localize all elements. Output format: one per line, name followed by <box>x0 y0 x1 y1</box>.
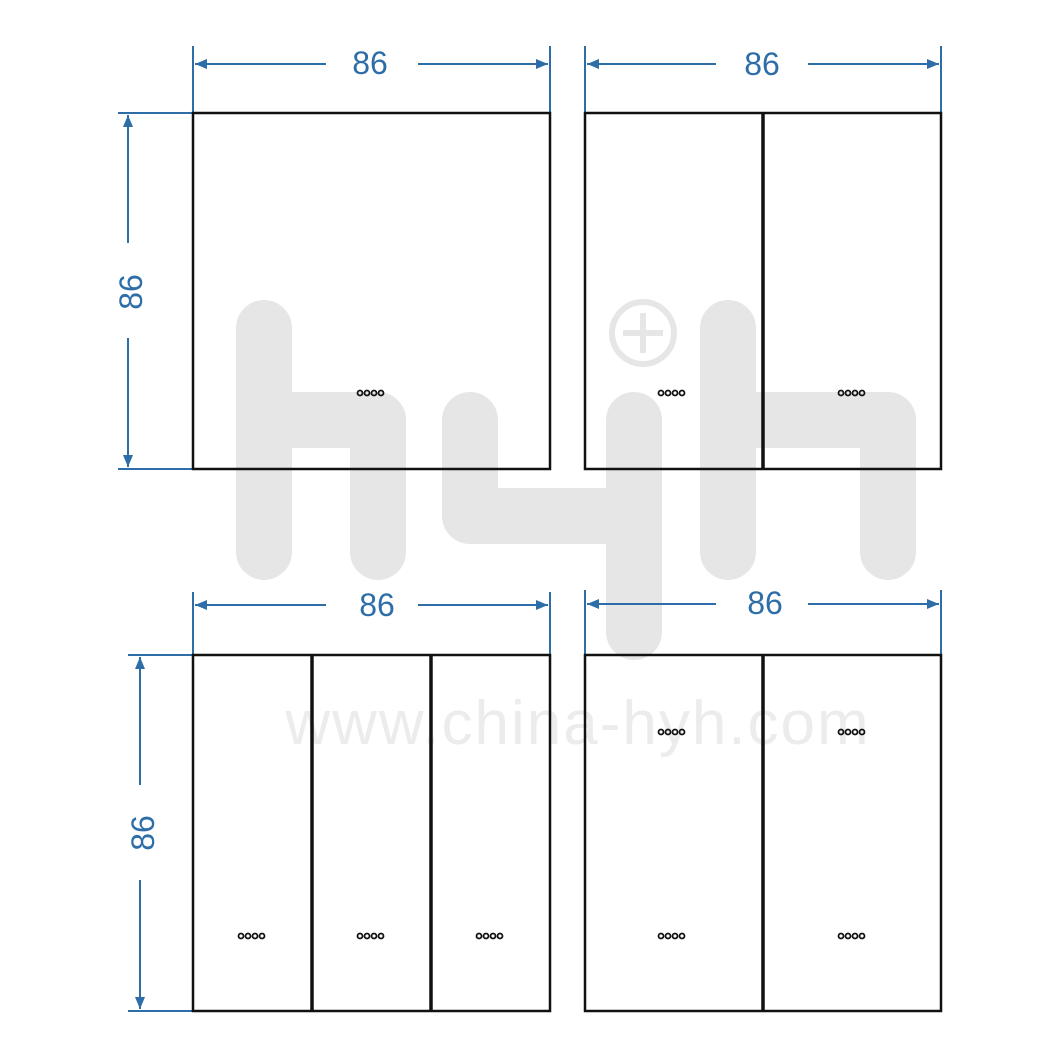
watermark: www.china-hyh.com <box>236 299 916 758</box>
width-dimension <box>192 592 551 680</box>
watermark-logo <box>236 300 916 660</box>
panel-outline <box>191 653 552 1013</box>
indicator-dots-icon <box>657 389 686 397</box>
watermark-url: www.china-hyh.com <box>284 689 870 758</box>
width-dimension <box>192 46 551 142</box>
panel-three-gang: 86 86 <box>125 587 552 1013</box>
indicator-dots-icon <box>356 389 385 397</box>
indicator-dots-icon <box>237 932 266 940</box>
indicator-dots-icon <box>657 932 686 940</box>
height-label: 86 <box>113 274 149 310</box>
indicator-dots-icon <box>837 389 866 397</box>
width-label: 86 <box>352 45 388 81</box>
panel-four-gang: 86 <box>583 585 943 1013</box>
width-dimension <box>584 590 942 680</box>
width-label: 86 <box>747 585 783 621</box>
height-label: 86 <box>125 815 161 851</box>
indicator-dots-icon <box>475 932 504 940</box>
width-dimension <box>584 46 942 113</box>
indicator-dots-icon <box>657 728 686 736</box>
registered-mark-icon <box>609 299 677 367</box>
panel-outline <box>191 111 552 471</box>
width-label: 86 <box>744 46 780 82</box>
indicator-dots-icon <box>356 932 385 940</box>
panel-one-gang: 86 86 <box>113 45 552 471</box>
panel-two-gang: 86 <box>583 46 943 471</box>
indicator-dots-icon <box>837 932 866 940</box>
indicator-dots-icon <box>837 728 866 736</box>
width-label: 86 <box>359 587 395 623</box>
